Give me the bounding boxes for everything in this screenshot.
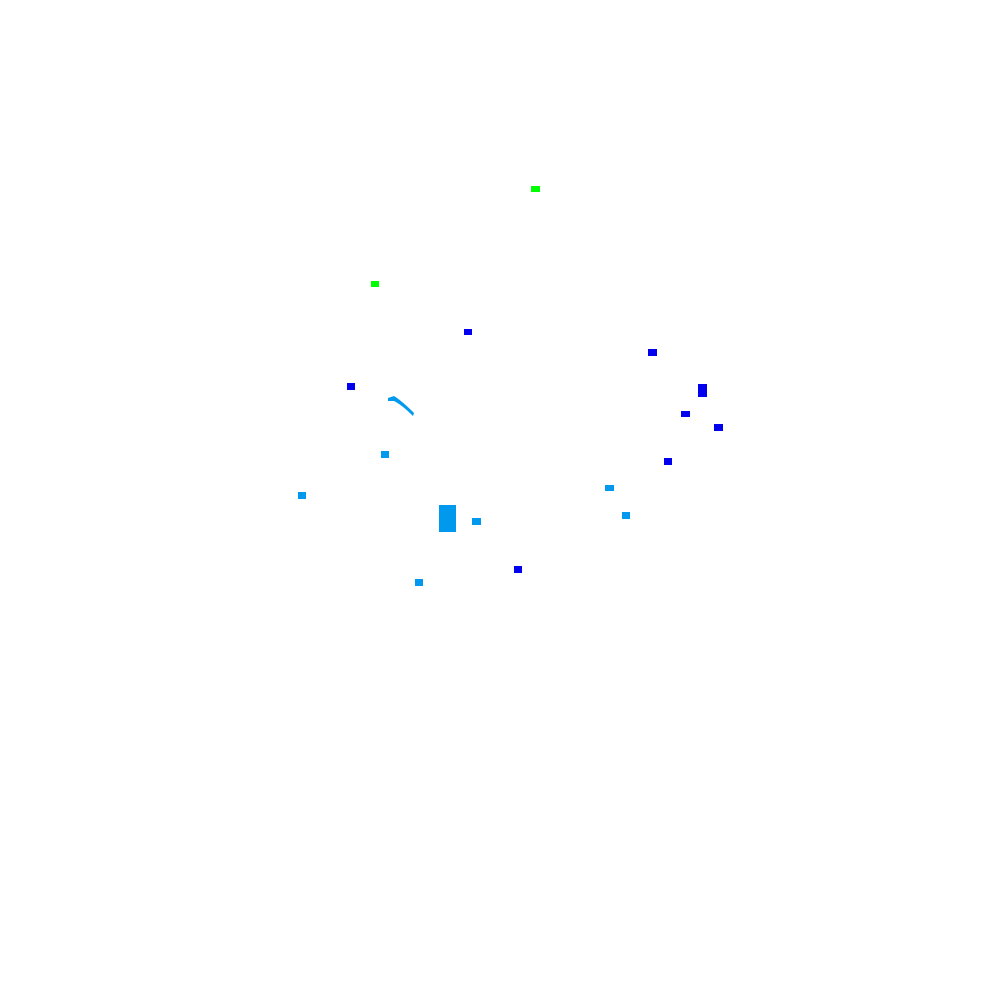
light-blue-mark-1: [381, 451, 389, 458]
light-blue-arc: [388, 396, 414, 416]
blue-mark-5: [681, 411, 690, 417]
blue-mark-3: [347, 383, 355, 390]
green-mark-1: [531, 186, 540, 192]
blue-mark-1: [464, 329, 472, 335]
light-blue-mark-7: [415, 579, 423, 586]
light-blue-mark-6: [472, 518, 481, 525]
blue-mark-6: [714, 424, 723, 431]
light-blue-mark-3: [605, 485, 614, 491]
blue-mark-4: [698, 384, 707, 397]
blue-mark-2: [648, 349, 657, 356]
light-blue-mark-5: [439, 505, 456, 532]
light-blue-mark-4: [622, 512, 630, 519]
green-mark-2: [371, 281, 379, 287]
light-blue-mark-2: [298, 492, 306, 499]
blue-mark-7: [664, 458, 672, 465]
blue-mark-8: [514, 566, 522, 573]
